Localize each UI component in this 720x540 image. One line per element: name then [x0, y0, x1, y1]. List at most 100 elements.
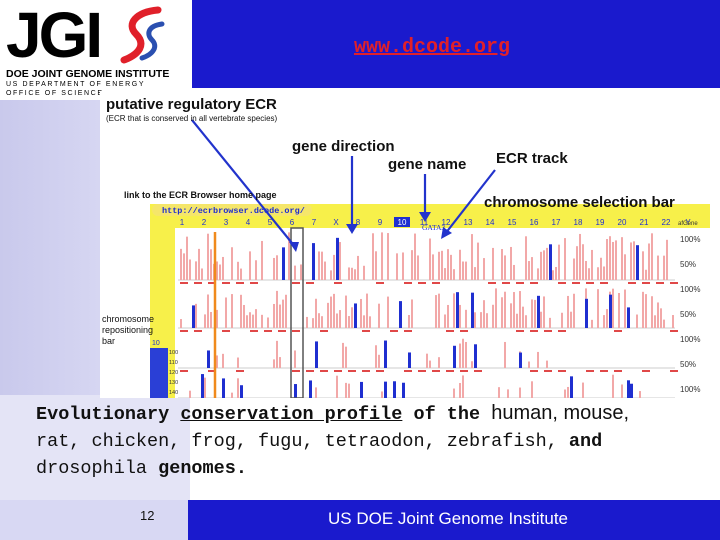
ecr-marker — [306, 282, 314, 284]
ecr-bar — [321, 316, 323, 328]
ecr-bar — [237, 261, 239, 280]
chromosome-tab[interactable]: 18 — [574, 218, 583, 227]
browser-url[interactable]: http://ecrbrowser.dcode.org/ — [162, 206, 305, 216]
ecr-bar — [429, 360, 431, 368]
ecr-bar — [279, 304, 281, 328]
chromosome-tab[interactable]: Y — [685, 218, 691, 227]
ecr-bar — [351, 267, 353, 280]
exon-bar — [471, 292, 474, 328]
ecr-bar — [657, 255, 659, 280]
chromosome-tab[interactable]: 9 — [378, 218, 383, 227]
ecr-marker — [558, 282, 566, 284]
ecr-bar — [255, 309, 257, 328]
percent-label: 100% — [680, 285, 700, 294]
axis-label: 130 — [169, 380, 178, 386]
chromosome-tab[interactable]: X — [333, 218, 339, 227]
ecr-bar — [444, 268, 446, 280]
chromosome-tab[interactable]: 14 — [486, 218, 495, 227]
chromosome-tab[interactable]: 1 — [180, 218, 185, 227]
exon-bar — [408, 352, 411, 368]
chromosome-tab[interactable]: 15 — [508, 218, 517, 227]
ecr-bar — [648, 243, 650, 280]
caption-part-5: rat, chicken, frog, fugu, tetraodon, zeb… — [36, 431, 569, 452]
ecr-marker — [362, 330, 370, 332]
ecr-bar — [411, 250, 413, 280]
ecr-marker — [670, 330, 678, 332]
chromosome-tab[interactable]: 16 — [530, 218, 539, 227]
ecr-bar — [429, 238, 431, 280]
chromosome-tab[interactable]: 17 — [552, 218, 561, 227]
ecr-marker — [264, 330, 272, 332]
ecr-bar — [231, 392, 233, 398]
ecr-bar — [567, 386, 569, 398]
ecr-marker — [628, 282, 636, 284]
chromosome-tab[interactable]: 13 — [464, 218, 473, 227]
ecr-bar — [375, 345, 377, 368]
ecr-bar — [513, 292, 515, 328]
ecr-bar — [447, 249, 449, 280]
ecr-bar — [600, 257, 602, 280]
ecr-bar — [294, 265, 296, 280]
chromosome-tab[interactable]: 12 — [442, 218, 451, 227]
annotation-putative-ecr-sub: (ECR that is conserved in all vertebrate… — [106, 114, 278, 123]
ecr-bar — [339, 242, 341, 280]
chromosome-tab[interactable]: 22 — [662, 218, 671, 227]
caption-part-4: human, mouse, — [491, 402, 630, 424]
chromosome-tab[interactable]: 6 — [290, 218, 295, 227]
ecr-marker — [362, 370, 370, 372]
ecr-bar — [510, 246, 512, 280]
ecr-bar — [528, 361, 530, 368]
ecr-bar — [567, 295, 569, 328]
ecr-bar — [342, 342, 344, 368]
chromosome-tab[interactable]: 10 — [398, 218, 407, 227]
chromosome-tab[interactable]: 2 — [202, 218, 207, 227]
ecr-bar — [267, 317, 269, 328]
ecr-bar — [609, 236, 611, 280]
exon-bar — [360, 381, 363, 398]
ecr-marker — [292, 282, 300, 284]
chromosome-tab[interactable]: 7 — [312, 218, 317, 227]
ecr-bar — [474, 312, 476, 328]
ecr-marker — [208, 370, 216, 372]
exon-bar — [519, 352, 522, 368]
ecr-marker — [530, 330, 538, 332]
chromosome-tab[interactable]: 8 — [356, 218, 361, 227]
ecr-marker — [236, 370, 244, 372]
ecr-bar — [348, 316, 350, 328]
chromosome-tab[interactable]: 20 — [618, 218, 627, 227]
exon-bar — [456, 292, 459, 328]
ecr-bar — [624, 254, 626, 280]
ecr-marker — [432, 282, 440, 284]
ecr-bar — [513, 264, 515, 280]
left-decor-lower — [0, 395, 190, 500]
caption-part-7: drosophila — [36, 458, 159, 479]
chromosome-tab[interactable]: 5 — [268, 218, 273, 227]
ecr-bar — [642, 291, 644, 328]
ecr-bar — [318, 313, 320, 328]
header-url-link[interactable]: www.dcode.org — [354, 36, 511, 59]
chromosome-tab[interactable]: 11 — [420, 218, 429, 227]
ecr-bar — [261, 314, 263, 328]
exon-bar — [627, 380, 630, 398]
ecr-bar — [558, 244, 560, 280]
ecr-marker — [222, 282, 230, 284]
ecr-bar — [204, 377, 206, 398]
chromosome-tab[interactable]: 4 — [246, 218, 251, 227]
ecr-bar — [237, 357, 239, 368]
chromosome-tab[interactable]: 3 — [224, 218, 229, 227]
chromosome-tab[interactable]: 19 — [596, 218, 605, 227]
ecr-bar — [660, 308, 662, 328]
exon-bar — [336, 237, 339, 280]
ecr-bar — [438, 251, 440, 280]
ecr-bar — [612, 241, 614, 280]
percent-label: 100% — [680, 385, 700, 394]
ecr-bar — [603, 315, 605, 328]
chromosome-tab[interactable]: 21 — [640, 218, 649, 227]
ecr-bar — [414, 233, 416, 280]
ecr-marker — [516, 282, 524, 284]
ecr-bar — [180, 319, 182, 328]
axis-label: 100 — [169, 350, 178, 356]
ecr-marker — [600, 282, 608, 284]
